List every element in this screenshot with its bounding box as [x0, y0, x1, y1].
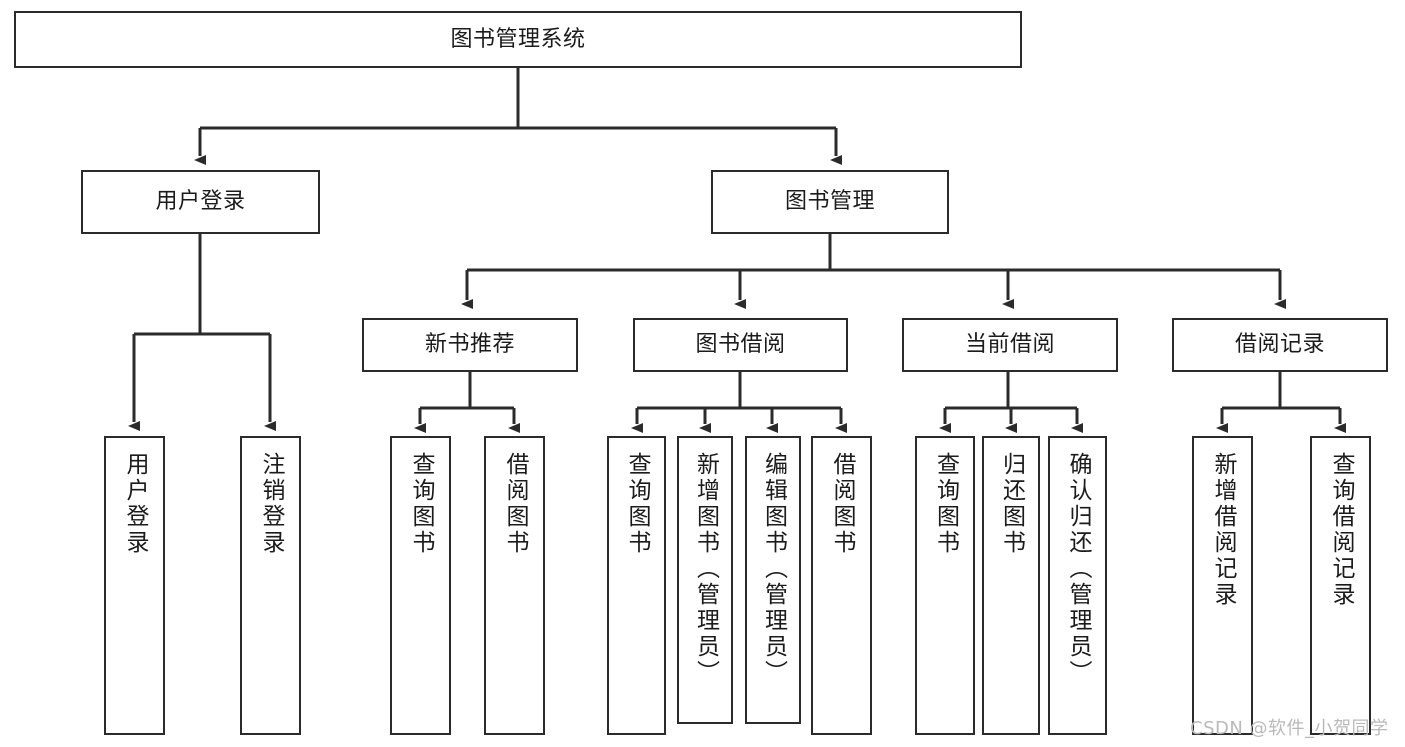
node-leaf-current-return-label: 归还图书	[998, 452, 1025, 556]
node-root-system[interactable]: 图书管理系统	[14, 11, 1022, 68]
node-root-system-label: 图书管理系统	[450, 26, 586, 52]
node-leaf-borrow-borrow-book[interactable]: 借阅图书	[811, 436, 872, 735]
node-leaf-current-query[interactable]: 查询图书	[915, 436, 975, 735]
node-leaf-borrow-edit-book-label: 编辑图书（管理员）	[760, 452, 787, 686]
node-leaf-user-login-signin[interactable]: 用户登录	[104, 436, 165, 735]
node-leaf-record-query[interactable]: 查询借阅记录	[1310, 436, 1371, 735]
node-user-login-label: 用户登录	[155, 189, 246, 215]
node-leaf-current-query-label: 查询图书	[932, 452, 959, 556]
node-new-book-recommend[interactable]: 新书推荐	[362, 318, 578, 372]
watermark: CSDN @软件_小贺同学	[1190, 718, 1389, 739]
node-leaf-current-return[interactable]: 归还图书	[982, 436, 1040, 735]
node-current-borrow[interactable]: 当前借阅	[902, 318, 1118, 372]
node-leaf-borrow-edit-book[interactable]: 编辑图书（管理员）	[745, 436, 801, 724]
node-leaf-user-login-signin-label: 用户登录	[122, 452, 148, 556]
node-leaf-user-login-signout[interactable]: 注销登录	[240, 436, 301, 735]
node-leaf-borrow-query-label: 查询图书	[624, 452, 650, 556]
node-leaf-newbook-borrow-label: 借阅图书	[502, 452, 528, 556]
node-leaf-current-confirm-return-label: 确认归还（管理员）	[1065, 452, 1091, 686]
node-leaf-user-login-signout-label: 注销登录	[258, 452, 284, 556]
node-leaf-newbook-query-label: 查询图书	[408, 452, 434, 556]
node-leaf-record-query-label: 查询借阅记录	[1328, 452, 1354, 608]
node-book-management-label: 图书管理	[784, 189, 875, 215]
node-borrow-record[interactable]: 借阅记录	[1172, 318, 1388, 372]
node-leaf-borrow-borrow-book-label: 借阅图书	[829, 452, 855, 556]
node-leaf-current-confirm-return[interactable]: 确认归还（管理员）	[1048, 436, 1107, 735]
node-leaf-newbook-borrow[interactable]: 借阅图书	[484, 436, 545, 735]
node-leaf-borrow-add-book-label: 新增图书（管理员）	[692, 452, 719, 686]
node-borrow-record-label: 借阅记录	[1234, 332, 1325, 358]
node-book-management[interactable]: 图书管理	[711, 170, 949, 234]
node-leaf-record-add[interactable]: 新增借阅记录	[1192, 436, 1253, 735]
node-book-borrow[interactable]: 图书借阅	[633, 318, 848, 372]
node-book-borrow-label: 图书借阅	[695, 332, 786, 358]
node-leaf-newbook-query[interactable]: 查询图书	[390, 436, 451, 735]
node-leaf-record-add-label: 新增借阅记录	[1210, 452, 1236, 608]
node-new-book-recommend-label: 新书推荐	[424, 332, 515, 358]
node-leaf-borrow-query[interactable]: 查询图书	[607, 436, 666, 735]
node-user-login[interactable]: 用户登录	[81, 170, 320, 234]
node-current-borrow-label: 当前借阅	[964, 332, 1055, 358]
node-leaf-borrow-add-book[interactable]: 新增图书（管理员）	[677, 436, 733, 724]
